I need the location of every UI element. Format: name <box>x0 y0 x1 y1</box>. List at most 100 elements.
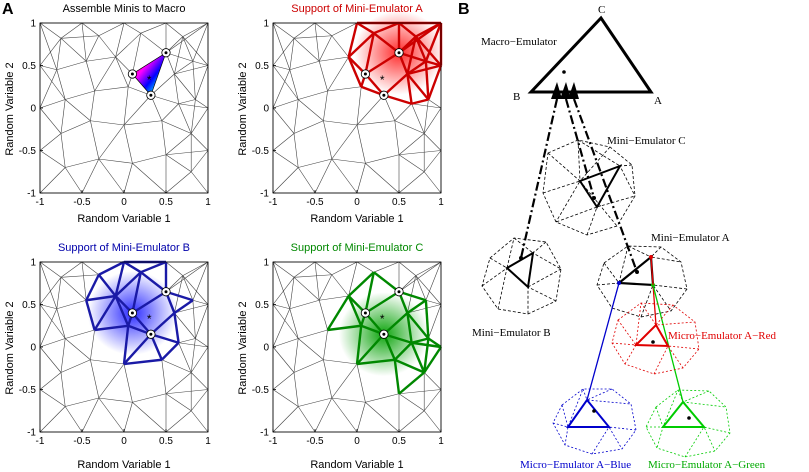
mesh-edge <box>331 22 358 37</box>
mesh-edge <box>272 65 290 71</box>
node-dot <box>130 72 134 76</box>
mesh-edge <box>327 56 349 92</box>
mesh-edge <box>272 38 295 66</box>
mesh-edge <box>174 304 209 314</box>
support-edge <box>85 274 100 301</box>
mesh-edge <box>174 312 196 339</box>
mesh-edge <box>60 338 66 373</box>
support-edge <box>424 300 430 339</box>
mini-mesh-lines <box>542 139 636 236</box>
support-edge <box>398 51 427 63</box>
mesh-edge <box>39 338 66 348</box>
mesh-edge <box>182 36 209 66</box>
support-edge <box>356 21 375 35</box>
mesh-edge <box>298 338 324 360</box>
mesh-edge <box>56 60 87 71</box>
mesh-edge <box>398 133 425 155</box>
mesh-edge <box>60 277 87 301</box>
mesh-edge <box>140 22 167 34</box>
mini-emulator-a: Mini−Emulator A <box>596 232 730 318</box>
mesh-edge <box>174 36 184 75</box>
mesh-edge <box>318 35 333 62</box>
support-edge <box>373 32 400 54</box>
x-axis-label: Random Variable 1 <box>310 459 403 471</box>
mesh-edge <box>331 363 358 399</box>
mini-triangle <box>578 164 623 209</box>
mesh-edge <box>165 372 192 394</box>
mesh-edge <box>289 69 299 100</box>
support-edge <box>122 325 130 365</box>
mesh-edge <box>272 167 299 194</box>
mesh-edge <box>182 275 209 305</box>
mesh-edge <box>39 22 58 70</box>
mesh-edge <box>331 35 349 58</box>
x-tick-label: -0.5 <box>73 197 91 208</box>
mesh-edge <box>190 133 209 151</box>
mesh-edge <box>60 38 87 62</box>
mesh-edge <box>165 410 192 433</box>
mesh-edge <box>98 397 133 403</box>
mesh-edge <box>365 154 400 164</box>
support-edge <box>424 22 443 62</box>
mesh-edge <box>365 402 400 433</box>
mesh-edge <box>192 299 209 305</box>
panel-a-letter: A <box>2 1 14 18</box>
mesh-edge <box>425 299 442 305</box>
y-tick-label: 1 <box>30 19 36 30</box>
x-tick-label: 1 <box>438 436 444 447</box>
mesh-edge <box>314 261 320 301</box>
node-dot <box>149 332 153 336</box>
mesh-edge <box>272 150 299 168</box>
mesh-edge <box>132 154 167 164</box>
mesh-edge <box>174 61 194 75</box>
mesh-edge <box>98 158 133 164</box>
mesh-edge <box>81 158 100 194</box>
support-edge <box>398 22 442 54</box>
y-axis-label: Random Variable 2 <box>4 301 16 394</box>
support-edge <box>383 94 412 105</box>
mesh-edge <box>56 69 66 100</box>
mesh-edge <box>161 120 167 155</box>
mesh-edge <box>314 158 333 194</box>
micro-emulator-red: Micro−Emulator A−Red <box>611 302 777 375</box>
y-axis-label: Random Variable 2 <box>237 301 249 394</box>
mesh-edge <box>195 304 209 339</box>
panel-b: B Macro−Emulator C B A Mini−Emulator C <box>458 1 777 471</box>
mesh-edge <box>165 22 183 37</box>
mesh-edge <box>272 389 299 407</box>
mesh-edge <box>298 158 332 168</box>
node-dot <box>149 93 153 97</box>
x-axis-label: Random Variable 1 <box>77 213 170 225</box>
support-edge <box>356 333 385 365</box>
micro-dot <box>687 416 691 420</box>
mesh-edge <box>195 338 209 348</box>
mesh-edge <box>90 90 95 121</box>
mesh-edge <box>98 158 125 194</box>
node-dot <box>130 311 134 315</box>
mesh-edge <box>190 99 196 134</box>
x-tick-label: 0 <box>121 197 127 208</box>
support-edge <box>423 346 443 374</box>
mesh-edge <box>272 65 299 100</box>
mesh-edge <box>331 124 358 160</box>
mesh-edge <box>423 133 442 151</box>
mesh-edge <box>394 120 425 134</box>
mesh-edge <box>289 308 299 339</box>
mesh-edge <box>39 65 57 71</box>
mesh-edge <box>161 359 167 394</box>
mesh-edge <box>323 120 358 126</box>
mesh-edge <box>327 86 362 92</box>
mesh-edge <box>365 163 400 194</box>
mesh-edge <box>90 120 100 160</box>
mesh-edge <box>331 274 349 297</box>
mesh-edge <box>423 389 442 411</box>
support-edge <box>383 312 409 336</box>
micro-mesh <box>552 388 637 455</box>
mesh-edge <box>64 167 83 194</box>
mesh-edge <box>161 120 192 134</box>
mesh-edge <box>293 338 299 373</box>
mesh-edge <box>140 32 167 53</box>
